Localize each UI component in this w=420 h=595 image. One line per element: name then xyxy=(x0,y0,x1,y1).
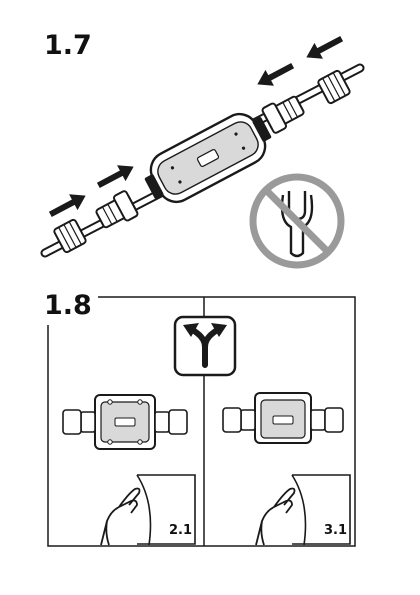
connector-device-right xyxy=(223,393,343,443)
connector-device-left xyxy=(63,395,187,449)
page-reference-left[interactable]: 2.1 xyxy=(169,523,192,538)
page-reference-right[interactable]: 3.1 xyxy=(324,523,347,538)
split-arrow-icon xyxy=(175,317,235,375)
